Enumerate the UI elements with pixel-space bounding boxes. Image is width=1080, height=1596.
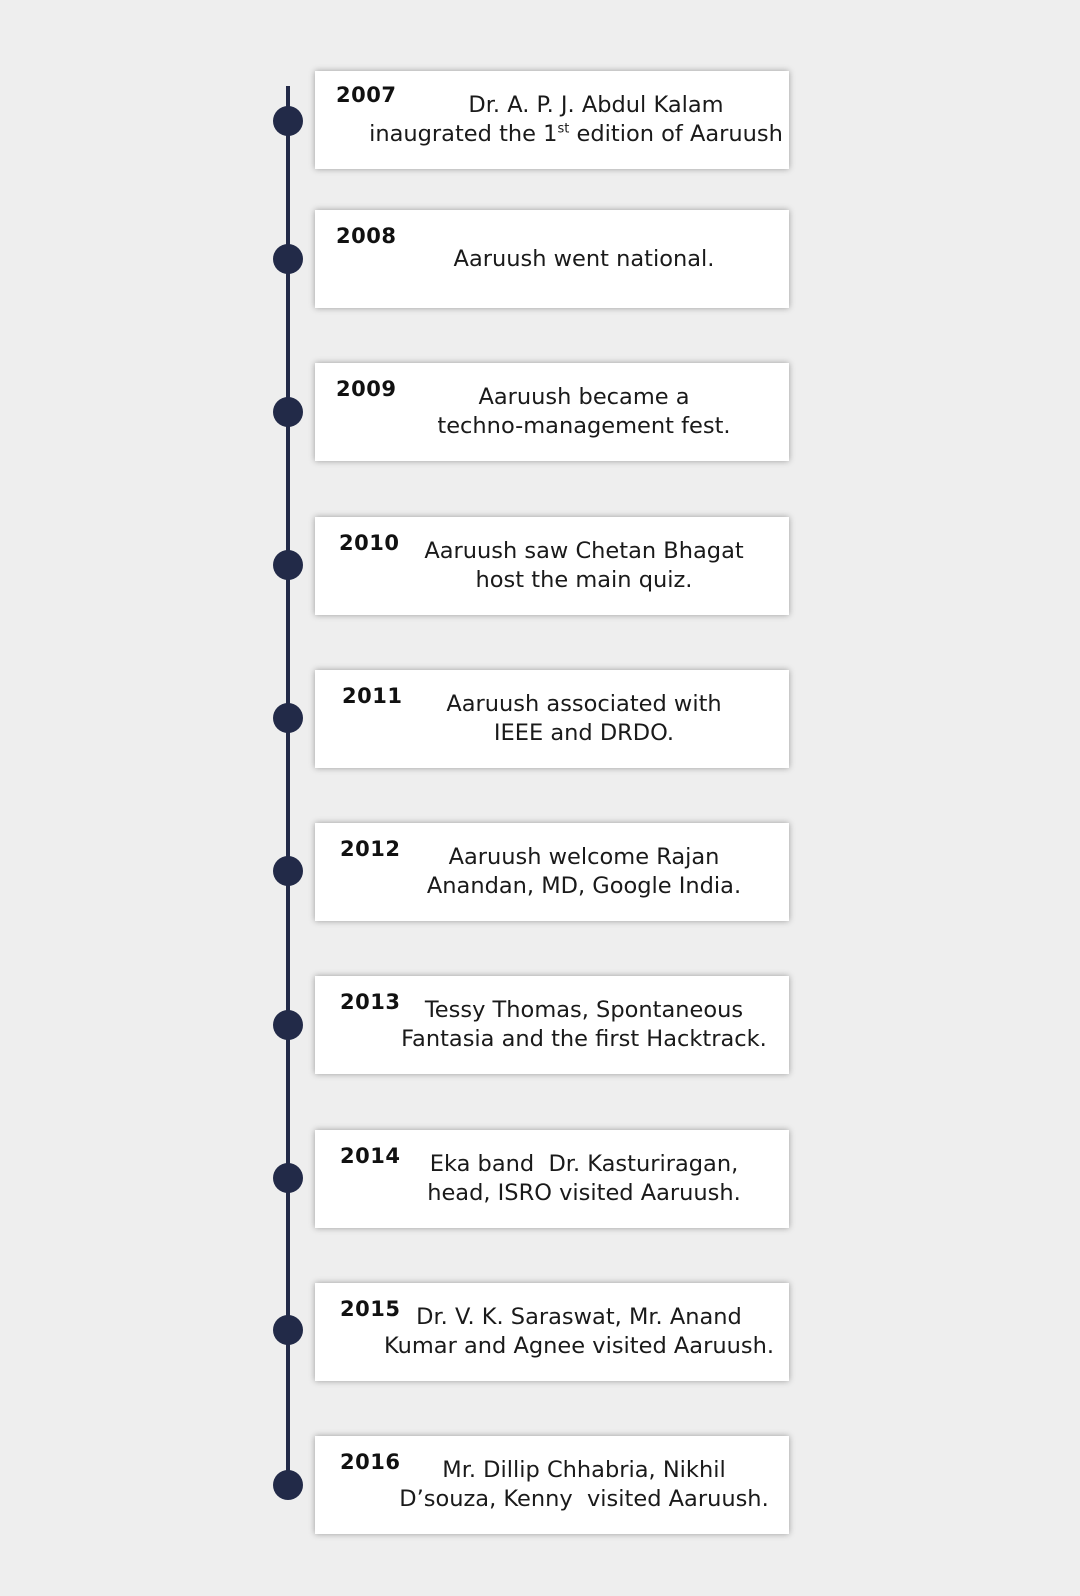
timeline-entry-2008: 2008 Aaruush went national. [0,210,1080,308]
entry-year: 2014 [340,1144,401,1168]
timeline-dot [273,856,303,886]
timeline-entry-2014: 2014 Eka band Dr. Kasturiragan, head, IS… [0,1130,1080,1228]
timeline-entry-2013: 2013 Tessy Thomas, Spontaneous Fantasia … [0,976,1080,1074]
timeline-entry-2011: 2011 Aaruush associated with IEEE and DR… [0,670,1080,768]
entry-description: Eka band Dr. Kasturiragan, head, ISRO vi… [385,1130,783,1228]
entry-description: Aaruush welcome Rajan Anandan, MD, Googl… [385,823,783,921]
timeline-entry-2007: 2007 Dr. A. P. J. Abdul Kalam inaugrated… [0,71,1080,169]
description-line: Kumar and Agnee visited Aaruush. [384,1333,774,1359]
description-line: Eka band Dr. Kasturiragan, [429,1151,739,1177]
entry-description: Aaruush went national. [385,210,783,308]
timeline-card: 2011 Aaruush associated with IEEE and DR… [315,670,789,768]
description-line: inaugrated the 1st edition of Aaruush [355,120,783,149]
description-line: Aaruush went national. [453,245,715,272]
timeline-dot [273,550,303,580]
timeline-entry-2009: 2009 Aaruush became a techno-management … [0,363,1080,461]
timeline-dot [273,703,303,733]
timeline-card: 2007 Dr. A. P. J. Abdul Kalam inaugrated… [315,71,789,169]
description-line: host the main quiz. [475,567,693,593]
timeline-card: 2009 Aaruush became a techno-management … [315,363,789,461]
ordinal-suffix: st [557,121,570,137]
timeline-entry-2012: 2012 Aaruush welcome Rajan Anandan, MD, … [0,823,1080,921]
description-line: Aaruush became a [478,384,690,410]
timeline-dot [273,1470,303,1500]
entry-year: 2007 [336,83,397,107]
description-line: Anandan, MD, Google India. [426,873,742,899]
timeline-card: 2016 Mr. Dillip Chhabria, Nikhil D’souza… [315,1436,789,1534]
timeline-line [286,86,290,1478]
description-line: Aaruush saw Chetan Bhagat [424,538,744,564]
entry-year: 2008 [336,224,397,248]
entry-year: 2016 [340,1450,401,1474]
entry-year: 2012 [340,837,401,861]
entry-description: Mr. Dillip Chhabria, Nikhil D’souza, Ken… [385,1436,783,1534]
timeline-dot [273,1010,303,1040]
description-line: D’souza, Kenny visited Aaruush. [399,1486,769,1512]
description-line: Dr. A. P. J. Abdul Kalam [468,92,724,118]
entry-year: 2009 [336,377,397,401]
timeline-dot [273,397,303,427]
entry-description: Tessy Thomas, Spontaneous Fantasia and t… [385,976,783,1074]
entry-description: Aaruush became a techno-management fest. [385,363,783,461]
timeline-dot [273,1315,303,1345]
description-line-part: edition of Aaruush [569,121,783,147]
timeline-entry-2015: 2015 Dr. V. K. Saraswat, Mr. Anand Kumar… [0,1283,1080,1381]
entry-description: Aaruush saw Chetan Bhagat host the main … [385,517,783,615]
description-line: IEEE and DRDO. [493,720,675,746]
timeline-card: 2015 Dr. V. K. Saraswat, Mr. Anand Kumar… [315,1283,789,1381]
timeline-card: 2014 Eka band Dr. Kasturiragan, head, IS… [315,1130,789,1228]
timeline-card: 2012 Aaruush welcome Rajan Anandan, MD, … [315,823,789,921]
entry-year: 2015 [340,1297,401,1321]
description-line: head, ISRO visited Aaruush. [427,1180,741,1206]
entry-year: 2010 [339,531,400,555]
timeline-dot [273,1163,303,1193]
timeline-card: 2008 Aaruush went national. [315,210,789,308]
timeline-card: 2010 Aaruush saw Chetan Bhagat host the … [315,517,789,615]
entry-year: 2011 [342,684,403,708]
description-line: Tessy Thomas, Spontaneous [424,997,744,1023]
entry-year: 2013 [340,990,401,1014]
description-line: Mr. Dillip Chhabria, Nikhil [442,1457,726,1483]
timeline-entry-2016: 2016 Mr. Dillip Chhabria, Nikhil D’souza… [0,1436,1080,1534]
description-line: Aaruush welcome Rajan [448,844,720,870]
timeline-dot [273,106,303,136]
timeline-entry-2010: 2010 Aaruush saw Chetan Bhagat host the … [0,517,1080,615]
description-line-part: inaugrated the 1 [369,121,558,147]
entry-description: Dr. V. K. Saraswat, Mr. Anand Kumar and … [375,1283,783,1381]
description-line: Fantasia and the first Hacktrack. [401,1026,767,1052]
description-line: Aaruush associated with [446,691,722,717]
description-line: Dr. V. K. Saraswat, Mr. Anand [416,1304,742,1330]
timeline-card: 2013 Tessy Thomas, Spontaneous Fantasia … [315,976,789,1074]
description-line: techno-management fest. [437,413,731,439]
timeline-dot [273,244,303,274]
entry-description: Aaruush associated with IEEE and DRDO. [385,670,783,768]
entry-description: Dr. A. P. J. Abdul Kalam inaugrated the … [355,71,783,169]
